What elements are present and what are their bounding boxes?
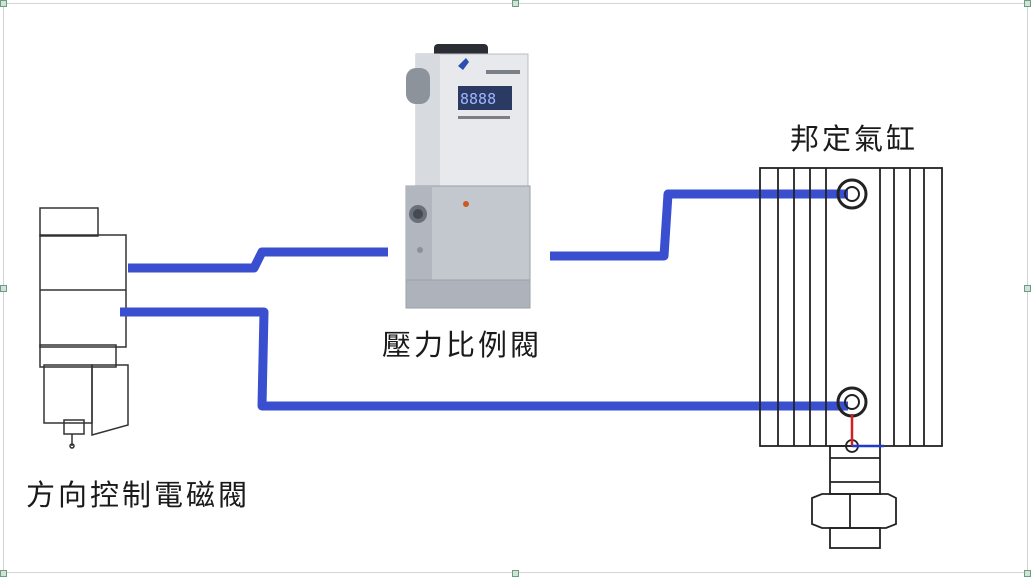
proportional-valve-label: 壓力比例閥: [382, 328, 543, 362]
line-solenoid-to-regulator: [128, 247, 388, 273]
selection-handle-ml[interactable]: [0, 285, 7, 292]
selection-handle-bc[interactable]: [512, 570, 519, 577]
pneumatic-lines: [120, 189, 848, 411]
led-display: [458, 86, 512, 110]
line-regulator-to-cylinder-top: [550, 189, 848, 261]
selection-handle-tl[interactable]: [0, 0, 7, 7]
svg-text:8888: 8888: [460, 90, 496, 108]
line-solenoid-to-cylinder-bottom: [120, 307, 848, 411]
selection-handle-bl[interactable]: [0, 570, 7, 577]
proportional-valve-drawing: 8888: [405, 44, 531, 309]
selection-handle-tc[interactable]: [512, 0, 519, 7]
selection-handle-tr[interactable]: [1024, 0, 1031, 7]
selection-handle-br[interactable]: [1024, 570, 1031, 577]
cylinder-label: 邦定氣缸: [790, 122, 919, 156]
cylinder-drawing: [759, 167, 943, 549]
logo-mark: [458, 58, 469, 70]
solenoid-valve-drawing: [39, 207, 129, 449]
solenoid-valve-label: 方向控制電磁閥: [26, 478, 251, 512]
selection-handle-mr[interactable]: [1024, 285, 1031, 292]
